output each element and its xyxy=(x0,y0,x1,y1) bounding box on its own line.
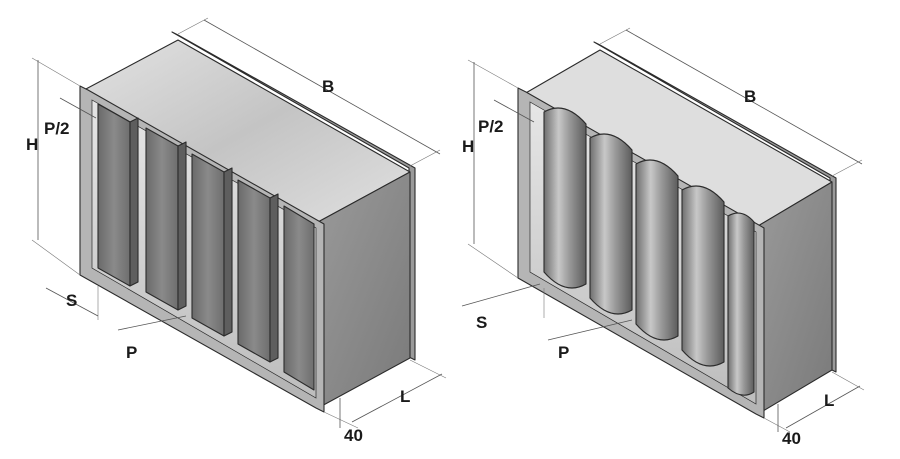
dim-label-l: L xyxy=(824,391,834,410)
cylinder-baffle xyxy=(543,107,587,289)
diagram-rectangular-baffles: B H P/2 S P L 40 xyxy=(26,17,447,445)
dim-label-p: P xyxy=(558,343,569,362)
baffle-panel xyxy=(191,153,225,337)
dim-label-p-half: P/2 xyxy=(44,119,70,138)
baffle-panel xyxy=(129,117,139,287)
dim-label-l: L xyxy=(400,387,410,406)
diagram-cylindrical-baffles: B H P/2 S P L 40 xyxy=(461,27,865,448)
dim-label-s: S xyxy=(66,291,77,310)
baffle-panel xyxy=(97,103,131,287)
dim-label-b: B xyxy=(322,77,334,96)
cylinder-baffle xyxy=(589,133,633,315)
back-flange xyxy=(171,31,416,361)
baffle-panel xyxy=(237,179,271,363)
dim-label-b: B xyxy=(744,87,756,106)
dim-label-40: 40 xyxy=(344,426,363,445)
cylinder-baffle xyxy=(727,212,755,396)
baffle-panel xyxy=(283,205,315,391)
baffle-panel xyxy=(269,193,279,363)
dim-label-s: S xyxy=(476,313,487,332)
baffle-panel xyxy=(223,167,233,337)
back-flange xyxy=(593,41,837,373)
baffle-panel xyxy=(145,127,179,311)
cylinder-baffle xyxy=(681,185,725,367)
baffle-group xyxy=(543,107,755,396)
dim-label-40: 40 xyxy=(782,429,801,448)
baffle-group xyxy=(97,103,315,391)
cylinder-baffle xyxy=(635,159,679,341)
dim-label-p-half: P/2 xyxy=(478,117,504,136)
baffle-panel xyxy=(177,141,187,311)
dim-label-p: P xyxy=(126,343,137,362)
dim-label-h: H xyxy=(462,137,474,156)
dim-label-h: H xyxy=(26,135,38,154)
